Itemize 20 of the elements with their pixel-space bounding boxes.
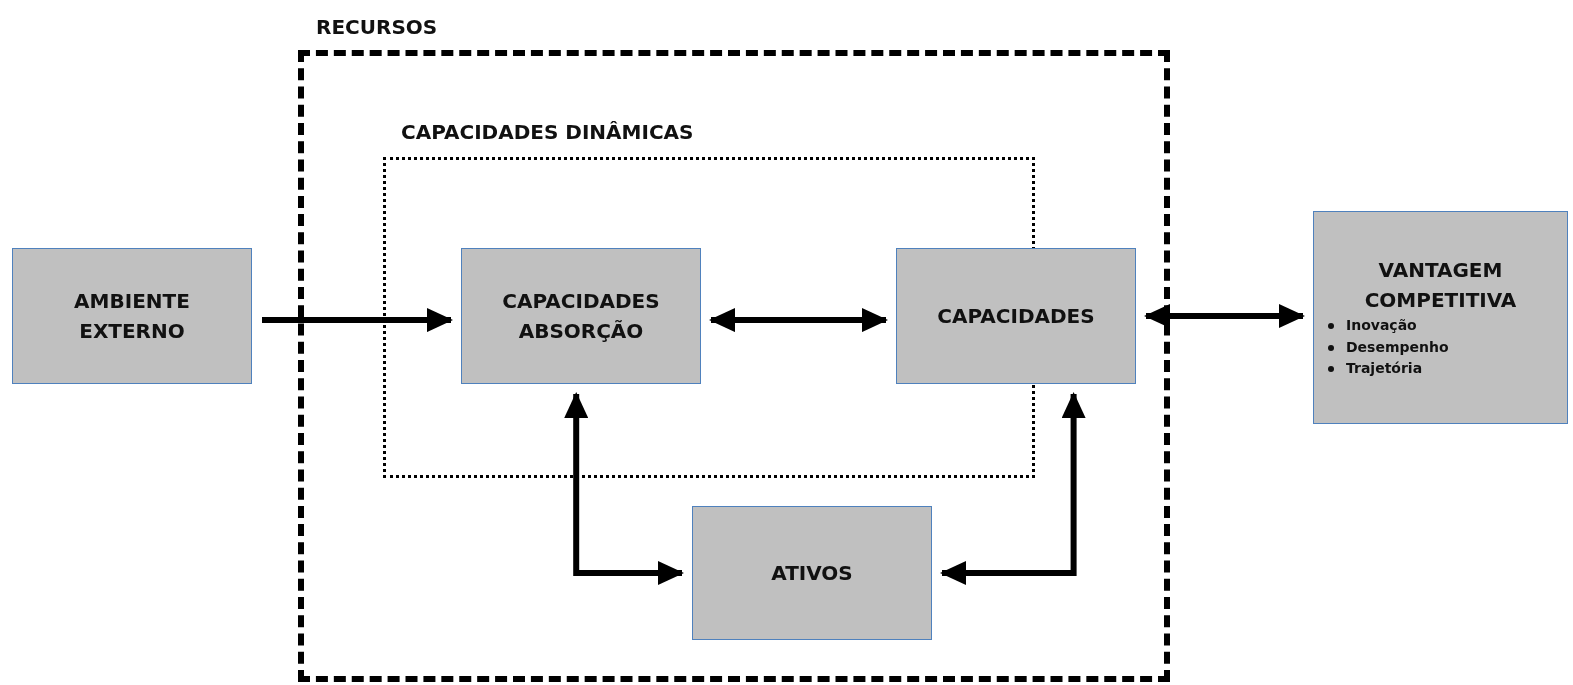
process-box — [896, 248, 1136, 384]
bullet-text: Desempenho — [1346, 337, 1449, 357]
box-title: CAPACIDADES ABSORÇÃO — [501, 288, 661, 345]
process-box — [12, 248, 252, 384]
group-heading: RECURSOS — [316, 15, 438, 39]
process-box — [692, 506, 932, 640]
bullet-text: Inovação — [1346, 315, 1417, 335]
arrow — [709, 308, 888, 333]
process-box — [461, 248, 701, 384]
result-box — [1313, 211, 1568, 424]
bullet-text: Trajetória — [1346, 359, 1423, 379]
box-title: AMBIENTE EXTERNO — [73, 288, 191, 345]
arrow — [262, 308, 453, 333]
group-heading: CAPACIDADES DINÂMICAS — [401, 120, 694, 144]
arrow — [564, 392, 684, 585]
arrow — [940, 392, 1086, 585]
box-title: CAPACIDADES — [937, 303, 1095, 330]
box-title: ATIVOS — [771, 560, 853, 587]
arrow — [1144, 304, 1305, 328]
box-title: VANTAGEM COMPETITIVA — [1363, 256, 1518, 314]
